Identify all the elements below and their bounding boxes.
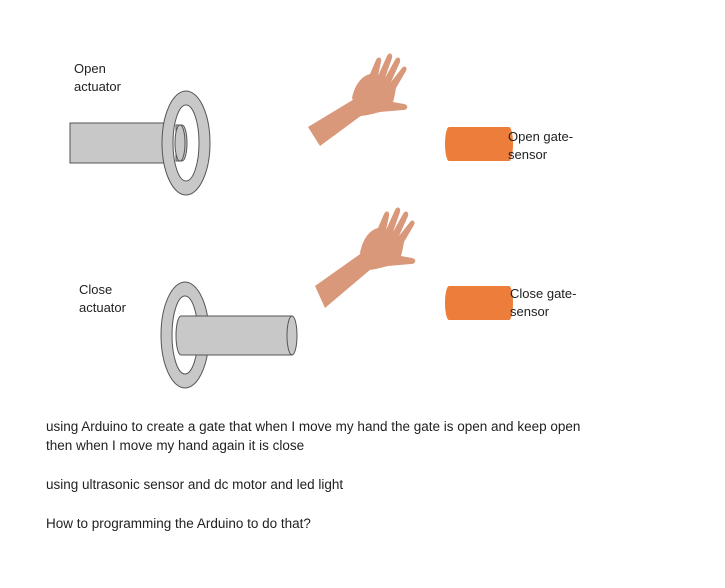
close-sensor-label: Close gate- sensor bbox=[510, 285, 576, 321]
close-gate-sensor bbox=[445, 286, 513, 320]
open-sensor-label: Open gate- sensor bbox=[508, 128, 573, 164]
open-actuator-label-line2: actuator bbox=[74, 79, 121, 94]
question-line-2: then when I move my hand again it is clo… bbox=[46, 438, 305, 453]
open-actuator-label: Open actuator bbox=[74, 60, 121, 96]
question-paragraph-3: How to programming the Arduino to do tha… bbox=[46, 516, 311, 531]
close-actuator bbox=[160, 281, 298, 389]
open-gate-sensor bbox=[445, 127, 513, 161]
hand-top bbox=[308, 53, 408, 146]
question-paragraph-2: using ultrasonic sensor and dc motor and… bbox=[46, 477, 344, 492]
open-actuator-label-line1: Open bbox=[74, 61, 106, 76]
open-sensor-label-line2: sensor bbox=[508, 147, 548, 162]
open-actuator bbox=[69, 90, 211, 196]
question-line-1: using Arduino to create a gate that when… bbox=[46, 419, 581, 434]
open-sensor-label-line1: Open gate- bbox=[508, 129, 574, 144]
close-sensor-label-line2: sensor bbox=[510, 304, 550, 319]
close-actuator-label: Close actuator bbox=[79, 281, 126, 317]
close-actuator-label-line1: Close bbox=[79, 282, 113, 297]
question-paragraph-1: using Arduino to create a gate that when… bbox=[46, 417, 686, 455]
hand-bottom bbox=[315, 207, 416, 308]
close-actuator-label-line2: actuator bbox=[79, 300, 126, 315]
close-sensor-label-line1: Close gate- bbox=[510, 286, 577, 301]
